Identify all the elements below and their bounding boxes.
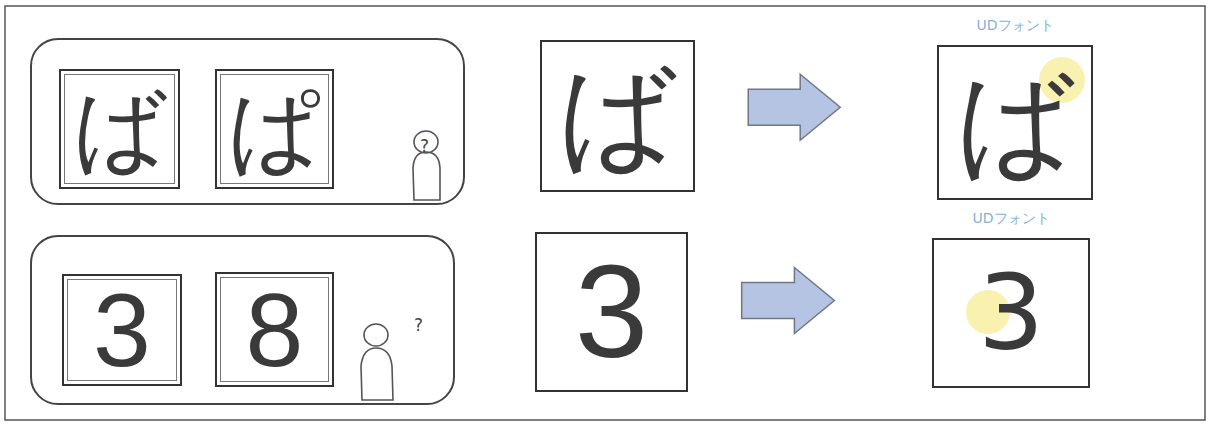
font-label: UDフォント [934,210,1088,228]
question-mark: ? [414,315,423,335]
glyph-text: 3 [64,276,180,384]
person-figure [413,131,440,200]
glyph-box: UDフォントば [937,45,1093,200]
glyph-box: 3 [62,274,182,386]
glyph-text: 3 [537,234,686,390]
glyph-text: ば [939,47,1091,198]
group-panel: ? 38 [30,235,455,405]
glyph-box: 8 [215,272,334,387]
glyph-box: ば [59,69,180,189]
question-mark: ? [420,136,429,156]
glyph-text: 3 [934,240,1088,386]
glyph-box: UDフォント3 [932,238,1090,388]
glyph-text: ば [61,71,178,187]
glyph-text: ば [542,42,693,190]
glyph-box: 3 [535,232,688,392]
block-arrow [748,74,840,140]
group-panel: ? ばぱ [30,38,465,205]
person-figure [361,324,393,400]
glyph-text: 8 [217,274,332,385]
glyph-text: ぱ [217,71,332,187]
outer-frame [5,6,1205,420]
glyph-box: ぱ [215,69,334,189]
block-arrow [742,268,835,334]
glyph-box: ば [540,40,695,192]
font-label: UDフォント [939,17,1091,35]
